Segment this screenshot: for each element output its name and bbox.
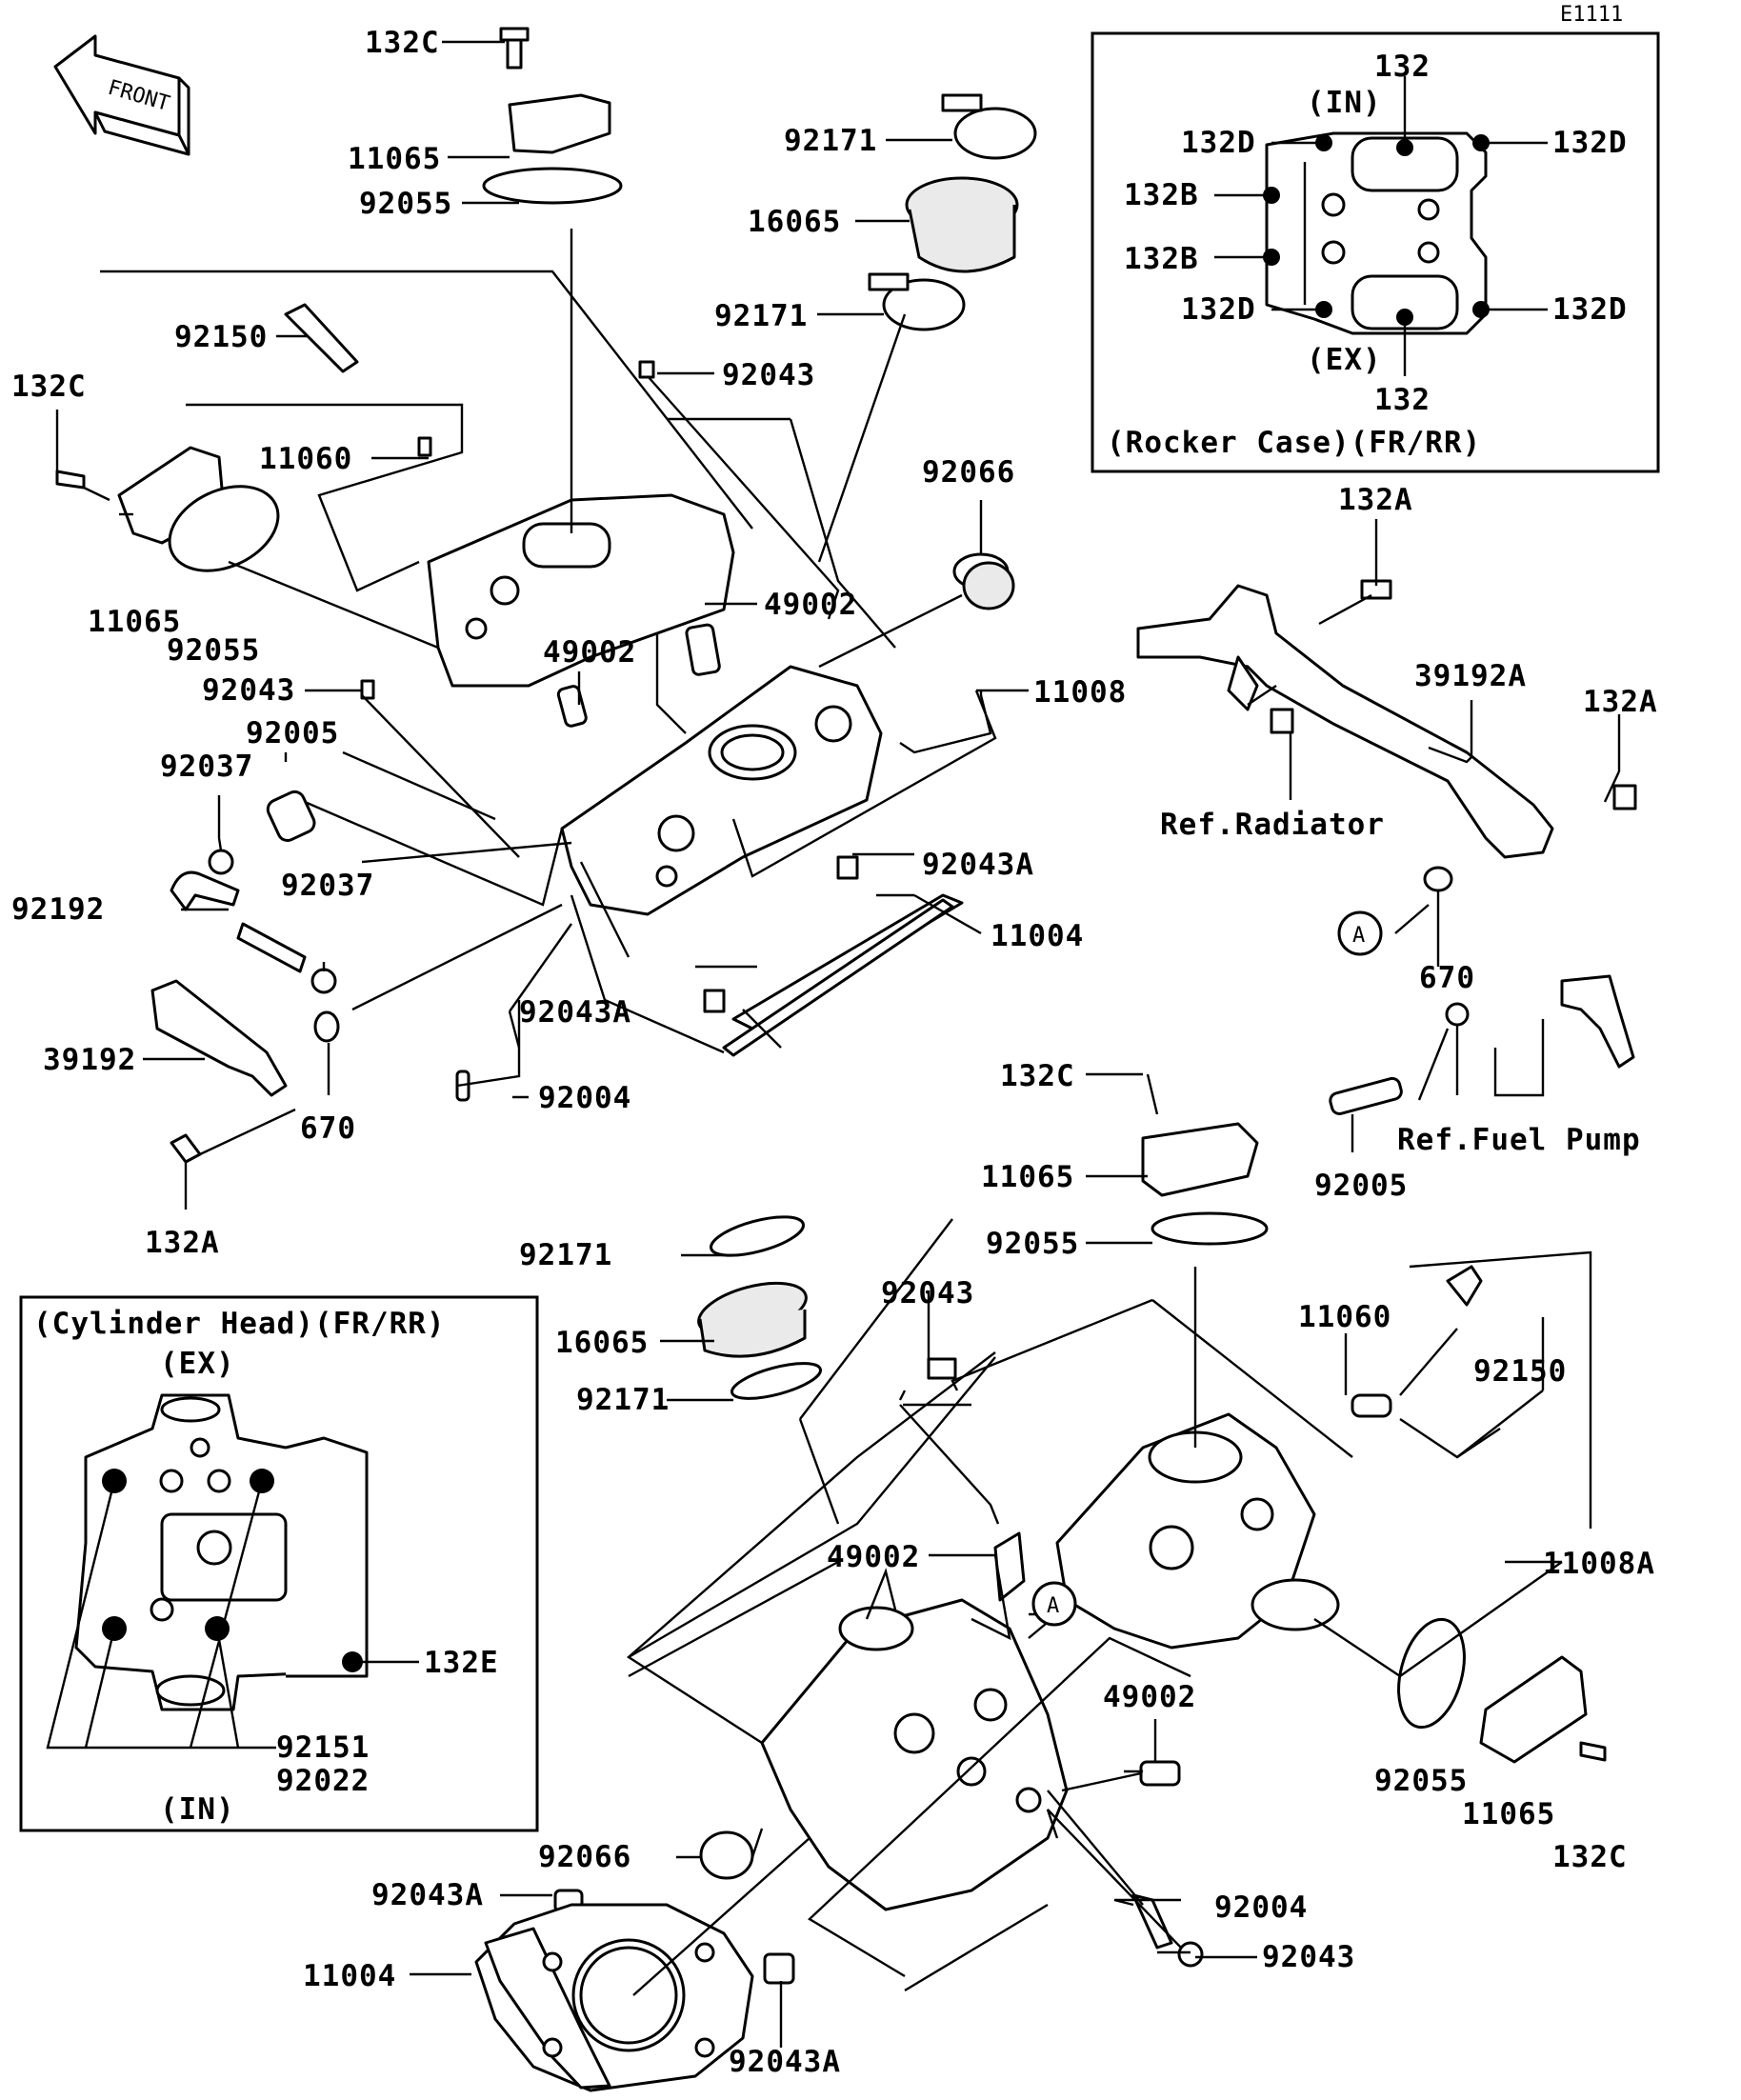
callout-a-top: A	[1337, 910, 1383, 956]
head-inset-label-92151: 92151	[276, 1730, 370, 1765]
part-label: 92066	[538, 1840, 631, 1874]
lower-intake-group	[697, 1122, 1607, 1764]
callout-a-top-label: A	[1352, 924, 1365, 948]
part-label: 92037	[281, 869, 374, 903]
part-label: 49002	[764, 588, 857, 622]
rocker-case-inset: 132 (IN) 132D 132D 132B 132B 132D 132D (…	[1091, 31, 1660, 473]
part-label: 92171	[784, 124, 877, 158]
ref-code: E1111	[1560, 3, 1623, 27]
part-label: 11004	[303, 1959, 396, 1993]
part-label: 92055	[1374, 1764, 1468, 1798]
rocker-label-132d-bl: 132D	[1181, 292, 1256, 327]
part-label: 670	[1419, 961, 1475, 995]
rocker-inset-caption: (Rocker Case)(FR/RR)	[1107, 426, 1481, 460]
part-label: 92150	[1473, 1354, 1567, 1389]
ref-radiator-label: Ref.Radiator	[1160, 808, 1385, 842]
part-label: 11065	[88, 605, 181, 639]
part-label: 92043A	[922, 848, 1034, 882]
part-label: 92043A	[371, 1878, 484, 1912]
front-arrow-icon: FRONT	[53, 34, 190, 156]
front-cylinder-head	[455, 623, 964, 1102]
part-label: 92055	[167, 633, 260, 668]
part-label: 11060	[259, 442, 352, 476]
part-label: 11008A	[1543, 1547, 1655, 1581]
part-label: 132C	[365, 26, 440, 60]
rocker-label-132b-2: 132B	[1124, 242, 1199, 276]
part-label: 49002	[827, 1540, 920, 1574]
part-label: 92055	[986, 1227, 1079, 1261]
part-labels: 132C 11065 92055 92150 132C 11060 11065 …	[11, 26, 1658, 2079]
cylinder-gasket	[474, 1903, 754, 2092]
part-label: 132A	[1338, 483, 1413, 517]
part-label: 16065	[748, 205, 841, 239]
part-label: 92043	[202, 673, 295, 708]
part-label: 92004	[538, 1081, 631, 1115]
part-label: 92043	[1262, 1940, 1355, 1974]
head-inset-in-label: (IN)	[160, 1792, 235, 1827]
front-rocker-cover-group	[55, 27, 735, 700]
part-label: 132A	[145, 1226, 220, 1260]
part-label: 39192A	[1414, 659, 1527, 693]
head-inset-label-132e: 132E	[424, 1646, 499, 1680]
part-label: 132C	[11, 370, 87, 404]
part-label: 92005	[246, 716, 339, 750]
part-label: 92171	[519, 1238, 612, 1272]
cylinder-head-inset: (Cylinder Head)(FR/RR) (EX) 132E 92151 9…	[19, 1295, 539, 1832]
head-inset-label-92022: 92022	[276, 1764, 370, 1798]
left-hose-group	[150, 790, 340, 1164]
part-label: 92037	[160, 750, 253, 784]
part-label: 92043	[722, 358, 815, 392]
part-label: 16065	[555, 1326, 649, 1360]
callout-a-bottom-label: A	[1047, 1594, 1059, 1618]
ref-fuel-pump-label: Ref.Fuel Pump	[1397, 1123, 1641, 1157]
rocker-in-label: (IN)	[1307, 86, 1382, 120]
rocker-ex-label: (EX)	[1307, 343, 1382, 377]
part-label: 132C	[1000, 1059, 1075, 1093]
part-label: 11065	[981, 1160, 1074, 1194]
part-label: 92043	[881, 1276, 974, 1310]
callout-a-bottom: A	[1031, 1581, 1077, 1627]
rocker-label-132-top: 132	[1374, 50, 1431, 84]
coolant-pipe-group	[1136, 579, 1637, 1115]
rocker-label-132b-1: 132B	[1124, 178, 1199, 212]
part-label: 92005	[1314, 1169, 1408, 1203]
part-label: 92150	[174, 320, 268, 354]
part-label: 132A	[1583, 685, 1658, 719]
head-inset-ex-label: (EX)	[160, 1347, 235, 1381]
part-label: 11065	[1462, 1797, 1555, 1831]
rocker-label-132d-tr: 132D	[1552, 126, 1628, 160]
upper-intake-group	[868, 93, 1037, 610]
part-label: 11065	[348, 142, 441, 176]
part-label: 670	[300, 1111, 356, 1146]
part-label: 49002	[543, 635, 636, 670]
part-label: 92055	[359, 187, 452, 221]
part-label: 39192	[43, 1043, 136, 1077]
part-label: 11060	[1298, 1300, 1391, 1334]
rocker-label-132-bottom: 132	[1374, 383, 1431, 417]
part-label: 92066	[922, 455, 1015, 490]
head-inset-caption: (Cylinder Head)(FR/RR)	[33, 1307, 446, 1341]
leader-lines	[55, 40, 1621, 2048]
upper-gasket	[722, 898, 954, 1057]
rocker-label-132d-tl: 132D	[1181, 126, 1256, 160]
part-label: 132C	[1552, 1840, 1628, 1874]
part-label: 92043A	[519, 995, 631, 1030]
part-label: 11004	[991, 919, 1084, 953]
part-label: 92171	[714, 299, 808, 333]
part-label: 11008	[1033, 675, 1127, 710]
part-label: 92192	[11, 892, 105, 927]
part-label: 92004	[1214, 1890, 1308, 1925]
part-label: 92043A	[729, 2045, 841, 2079]
part-label: 49002	[1103, 1680, 1196, 1714]
rocker-label-132d-br: 132D	[1552, 292, 1628, 327]
part-label: 92171	[576, 1383, 670, 1417]
